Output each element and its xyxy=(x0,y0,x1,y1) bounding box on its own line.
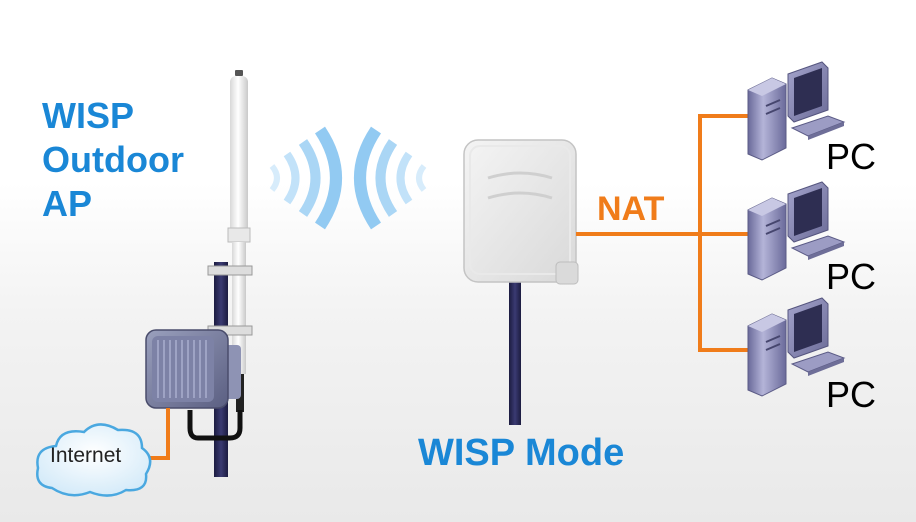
pc-3 xyxy=(747,297,846,397)
pc-2 xyxy=(747,181,846,281)
title-line-1: WISP xyxy=(42,95,135,136)
nat-label: NAT xyxy=(597,190,665,228)
cloud-icon xyxy=(36,423,152,497)
pc-label-2: PC xyxy=(826,256,877,297)
pc-icon xyxy=(747,181,846,281)
outdoor-ap-mast xyxy=(140,70,253,477)
pc-icon xyxy=(747,297,846,397)
pc-label-1: PC xyxy=(826,136,877,177)
title-line-3: AP xyxy=(42,183,93,224)
outdoor-ap-icon xyxy=(145,329,241,409)
device-title: WISP Outdoor AP xyxy=(42,94,184,226)
internet-label: Internet xyxy=(50,444,122,467)
pc-icon xyxy=(747,61,846,161)
pc-1 xyxy=(747,61,846,161)
title-line-2: Outdoor xyxy=(42,139,184,180)
mode-label: WISP Mode xyxy=(418,432,625,474)
panel-antenna-icon xyxy=(463,139,579,425)
pc-label-3: PC xyxy=(826,374,877,415)
nat-links xyxy=(576,114,752,352)
wifi-signal-icon xyxy=(269,126,427,230)
